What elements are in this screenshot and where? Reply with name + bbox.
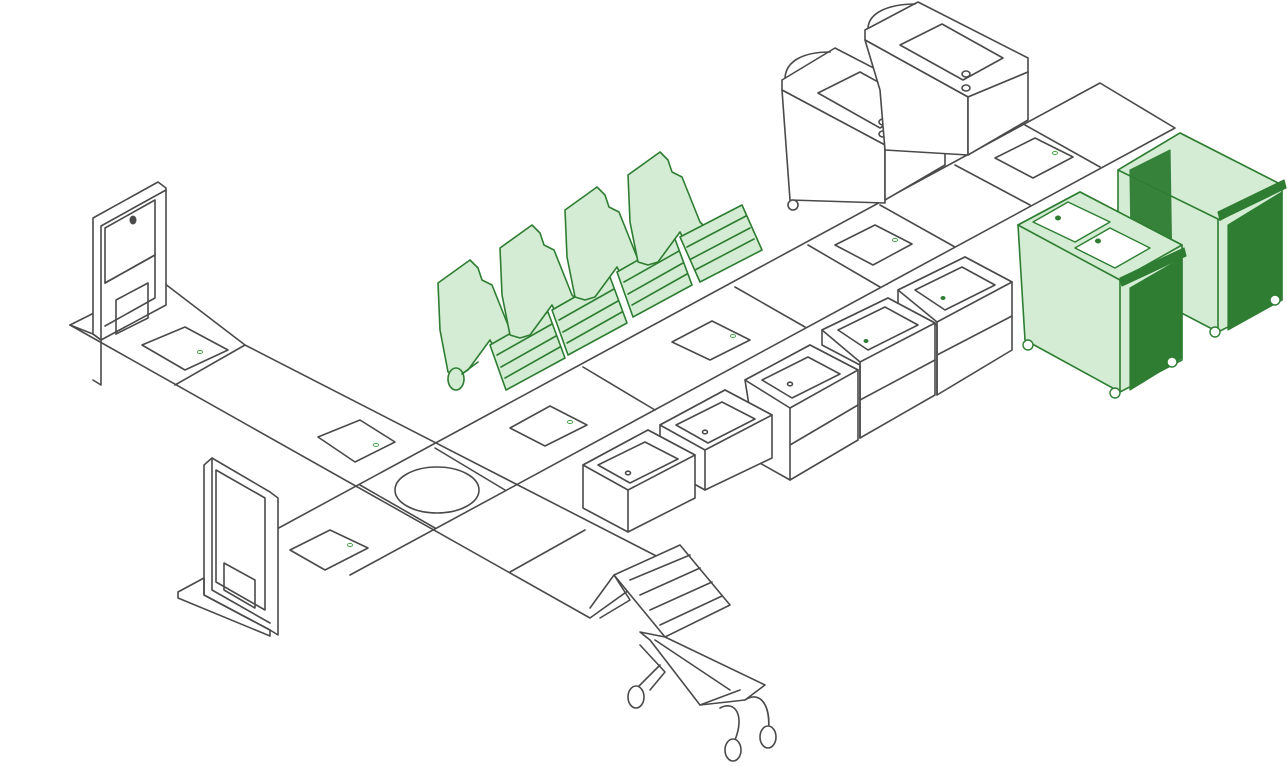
seat-unit	[499, 224, 628, 356]
floor-pad	[289, 529, 369, 571]
intersection-circle	[394, 466, 480, 514]
seat-unit	[564, 186, 693, 318]
floor-pad	[994, 137, 1074, 179]
green-cart-front	[1017, 191, 1187, 399]
seat-unit	[437, 259, 566, 391]
seat-unit	[627, 151, 763, 283]
crate-stack	[821, 297, 936, 439]
floor-pad	[509, 405, 588, 447]
main-aisle-dividers	[359, 124, 1101, 529]
crate-stack	[897, 256, 1013, 396]
grey-bin	[864, 1, 1029, 156]
cross-aisle-dividers	[174, 344, 586, 573]
floor-pad	[317, 419, 396, 463]
crates	[582, 256, 1013, 533]
floor-pad	[141, 326, 229, 371]
floor-pad	[671, 320, 751, 361]
green-seats	[437, 151, 763, 391]
floor-pad	[834, 224, 913, 266]
floor-pads	[141, 137, 1074, 571]
main-aisle	[274, 82, 1176, 576]
push-cart	[589, 544, 777, 762]
door-left-upper	[69, 181, 167, 386]
door-handle-icon	[129, 215, 137, 225]
crate	[582, 429, 696, 533]
door-left-lower	[177, 457, 279, 637]
